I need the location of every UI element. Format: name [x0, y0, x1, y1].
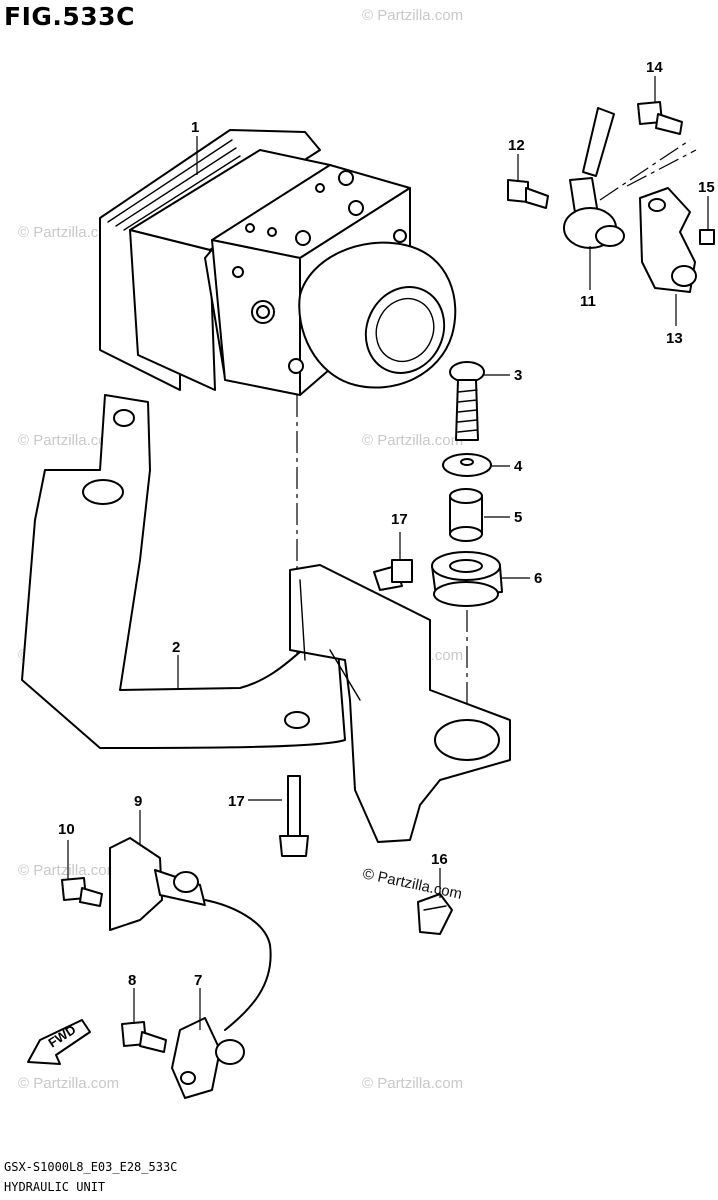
- callout-2: 2: [172, 639, 180, 656]
- part-11-wheel-speed-sensor: [563, 107, 625, 249]
- part-12-bolt: [507, 179, 549, 209]
- part-1-hydraulic-unit: [99, 129, 457, 396]
- part-8-bolt: [121, 1021, 167, 1053]
- callout-14: 14: [646, 59, 663, 76]
- watermark: © Partzilla.com: [18, 224, 119, 241]
- callout-17-lower: 17: [228, 793, 245, 810]
- part-9-sensor-bracket: [109, 837, 272, 1031]
- callout-17-upper: 17: [391, 511, 408, 528]
- callout-12: 12: [508, 137, 525, 154]
- section-name: HYDRAULIC UNIT: [4, 1180, 106, 1194]
- watermark: © Partzilla.com: [362, 7, 463, 24]
- part-17-bolt-lower: [279, 775, 309, 857]
- callout-11: 11: [580, 293, 596, 310]
- callout-15: 15: [698, 179, 715, 196]
- watermark: © Partzilla.com: [18, 432, 119, 449]
- part-15-pin: [699, 229, 715, 245]
- callout-3: 3: [514, 367, 522, 384]
- part-2-bracket: [21, 394, 511, 843]
- callout-10: 10: [58, 821, 75, 838]
- part-3-bolt: [449, 361, 485, 441]
- part-5-collar: [449, 488, 483, 542]
- watermark: © Partzilla.com: [362, 1075, 463, 1092]
- part-13-sensor-bracket: [639, 187, 697, 293]
- callout-9: 9: [134, 793, 142, 810]
- watermark-foreground: © Partzilla.com: [361, 865, 463, 903]
- model-code: GSX-S1000L8_E03_E28_533C: [4, 1160, 178, 1174]
- watermark: © Partzilla.com: [18, 1075, 119, 1092]
- figure-title: FIG.533C: [4, 2, 135, 31]
- callout-5: 5: [514, 509, 522, 526]
- part-16-clamp: [417, 893, 453, 935]
- fwd-direction-arrow: FWD: [27, 1019, 91, 1065]
- callout-4: 4: [514, 458, 523, 475]
- callout-13: 13: [666, 330, 683, 347]
- callout-8: 8: [128, 972, 136, 989]
- part-17-bolt-upper: [373, 559, 413, 591]
- callout-6: 6: [534, 570, 542, 587]
- callout-numbers: 1 2 3 4 5 6 7 8 9 10 11 12 13 14 15 16 1…: [58, 59, 715, 989]
- watermark: © Partzilla.com: [362, 432, 463, 449]
- part-7-wheel-speed-sensor: [171, 1017, 245, 1099]
- assembly-line: [599, 139, 691, 201]
- callout-7: 7: [194, 972, 202, 989]
- callout-1: 1: [191, 119, 199, 136]
- callout-leaders: [67, 76, 709, 1030]
- part-10-bolt: [61, 877, 103, 907]
- part-6-grommet: [431, 551, 503, 607]
- callout-16: 16: [431, 851, 448, 868]
- part-14-bolt: [637, 101, 683, 135]
- part-4-washer: [442, 453, 492, 477]
- assembly-line: [626, 149, 697, 187]
